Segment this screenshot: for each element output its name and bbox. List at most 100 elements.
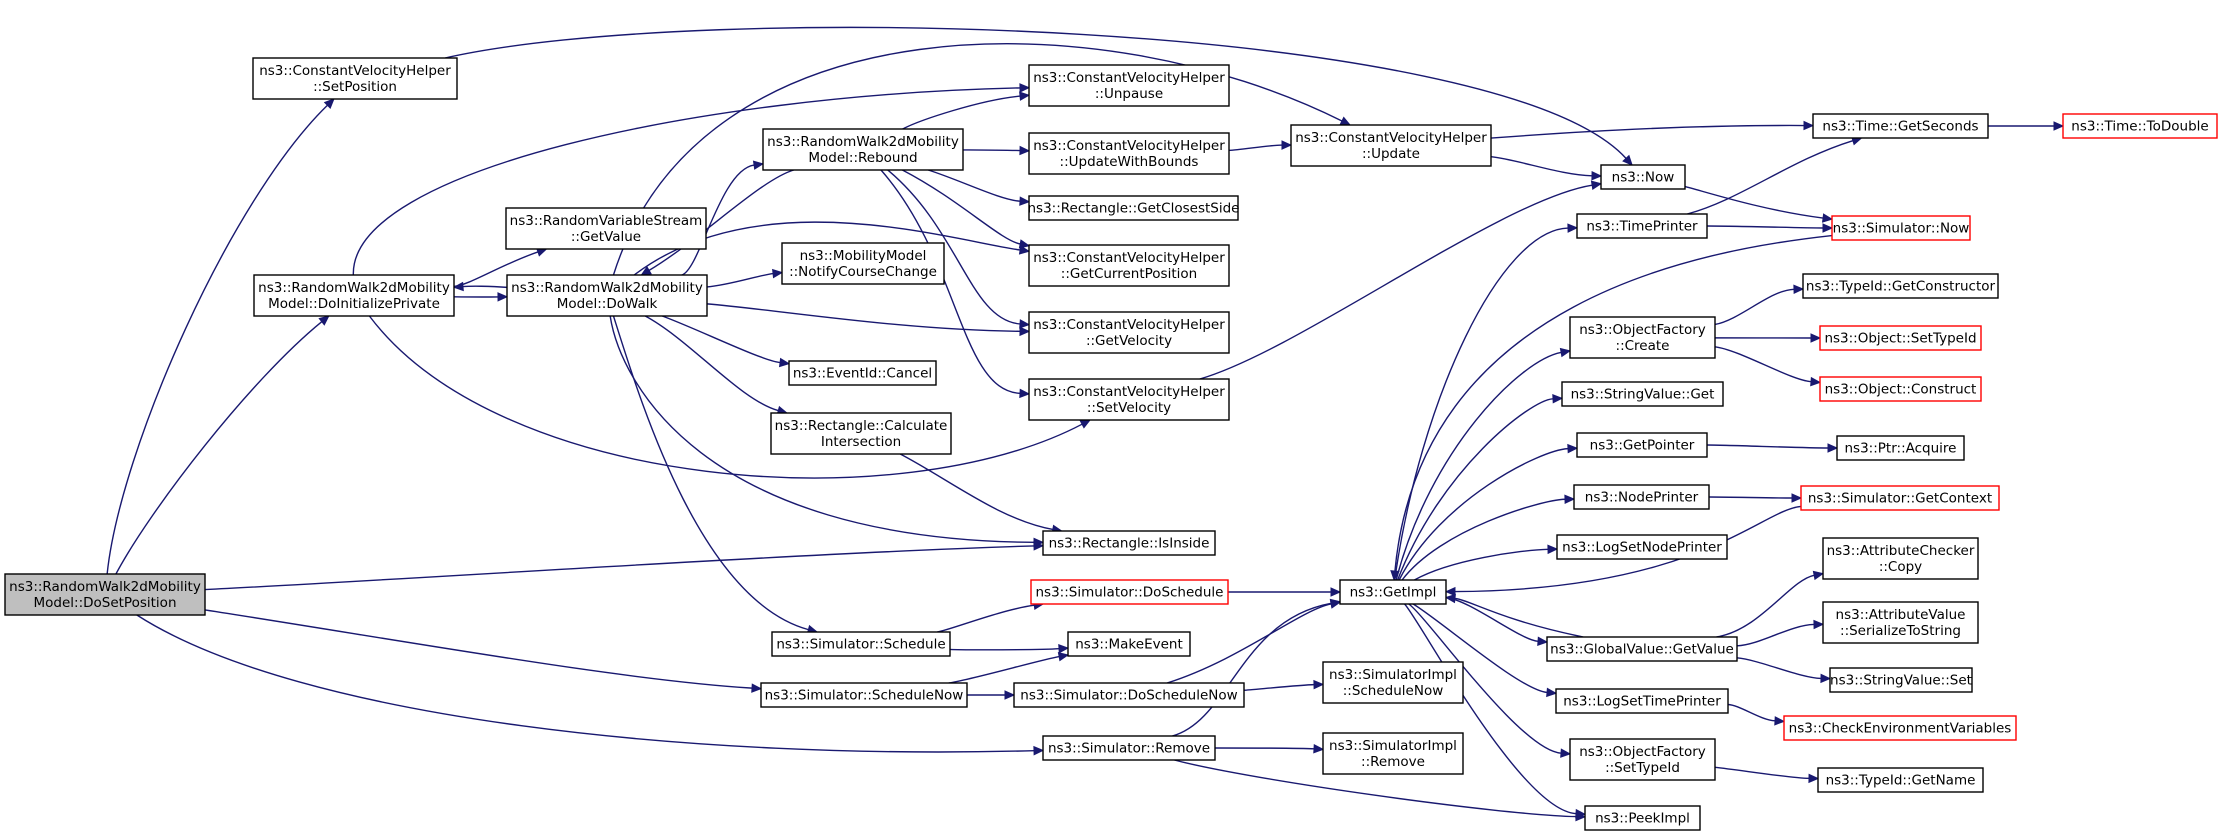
node-box[interactable] bbox=[1822, 537, 1979, 580]
node-box[interactable] bbox=[4, 573, 206, 616]
node-schedulenow[interactable]: ns3::Simulator::ScheduleNow bbox=[760, 682, 968, 708]
node-rvs_getvalue[interactable]: ns3::RandomVariableStream::GetValue bbox=[505, 207, 707, 250]
node-of_settypeid[interactable]: ns3::ObjectFactory::SetTypeId bbox=[1569, 738, 1716, 781]
node-box[interactable] bbox=[760, 682, 968, 708]
node-box[interactable] bbox=[1067, 631, 1191, 657]
node-box[interactable] bbox=[762, 128, 964, 171]
node-getseconds[interactable]: ns3::Time::GetSeconds bbox=[1812, 113, 1989, 139]
node-dosetpos[interactable]: ns3::RandomWalk2dMobilityModel::DoSetPos… bbox=[4, 573, 206, 616]
node-simimpl_remove[interactable]: ns3::SimulatorImpl::Remove bbox=[1322, 732, 1464, 775]
node-ptr_acquire[interactable]: ns3::Ptr::Acquire bbox=[1836, 435, 1965, 461]
node-box[interactable] bbox=[1013, 682, 1245, 708]
node-sim_getctx[interactable]: ns3::Simulator::GetContext bbox=[1800, 485, 2000, 511]
node-box[interactable] bbox=[1339, 579, 1447, 605]
node-isinside[interactable]: ns3::Rectangle::IsInside bbox=[1042, 530, 1216, 556]
node-box[interactable] bbox=[1800, 485, 2000, 511]
node-box[interactable] bbox=[1836, 435, 1965, 461]
node-logsetnode[interactable]: ns3::LogSetNodePrinter bbox=[1556, 534, 1728, 560]
node-box[interactable] bbox=[1817, 767, 1984, 793]
node-checkenv[interactable]: ns3::CheckEnvironmentVariables bbox=[1783, 715, 2017, 741]
node-notify[interactable]: ns3::MobilityModel::NotifyCourseChange bbox=[781, 242, 945, 285]
node-remove[interactable]: ns3::Simulator::Remove bbox=[1042, 735, 1216, 761]
node-sv_set[interactable]: ns3::StringValue::Set bbox=[1829, 667, 1973, 693]
node-box[interactable] bbox=[788, 360, 937, 386]
node-box[interactable] bbox=[1556, 534, 1728, 560]
node-box[interactable] bbox=[1802, 273, 1999, 299]
node-gv_getvalue[interactable]: ns3::GlobalValue::GetValue bbox=[1546, 636, 1738, 662]
node-box[interactable] bbox=[1569, 316, 1716, 359]
node-getpointer[interactable]: ns3::GetPointer bbox=[1576, 432, 1708, 458]
node-box[interactable] bbox=[1042, 530, 1216, 556]
node-box[interactable] bbox=[1829, 667, 1973, 693]
node-of_create[interactable]: ns3::ObjectFactory::Create bbox=[1569, 316, 1716, 359]
node-box[interactable] bbox=[1322, 732, 1464, 775]
node-box[interactable] bbox=[2062, 113, 2218, 139]
node-box[interactable] bbox=[1322, 661, 1464, 704]
node-sv_get[interactable]: ns3::StringValue::Get bbox=[1561, 381, 1724, 407]
node-box[interactable] bbox=[1812, 113, 1989, 139]
node-box[interactable] bbox=[1028, 64, 1230, 107]
node-timeprinter[interactable]: ns3::TimePrinter bbox=[1576, 213, 1708, 239]
node-box[interactable] bbox=[506, 274, 708, 317]
node-logsettime[interactable]: ns3::LogSetTimePrinter bbox=[1555, 688, 1729, 714]
node-setvel[interactable]: ns3::ConstantVelocityHelper::SetVelocity bbox=[1028, 378, 1230, 421]
node-box[interactable] bbox=[1028, 132, 1230, 175]
node-av_sertostr[interactable]: ns3::AttributeValue::SerializeToString bbox=[1822, 601, 1979, 644]
node-box[interactable] bbox=[1546, 636, 1738, 662]
node-makeevent[interactable]: ns3::MakeEvent bbox=[1067, 631, 1191, 657]
node-box[interactable] bbox=[505, 207, 707, 250]
node-box[interactable] bbox=[770, 412, 952, 455]
node-box[interactable] bbox=[1576, 213, 1708, 239]
node-box[interactable] bbox=[1819, 325, 1982, 351]
node-doschednow[interactable]: ns3::Simulator::DoScheduleNow bbox=[1013, 682, 1245, 708]
node-obj_settypeid[interactable]: ns3::Object::SetTypeId bbox=[1819, 325, 1982, 351]
node-box[interactable] bbox=[1561, 381, 1724, 407]
node-box[interactable] bbox=[781, 242, 945, 285]
node-box[interactable] bbox=[1831, 215, 1971, 241]
node-box[interactable] bbox=[1028, 195, 1239, 221]
node-box[interactable] bbox=[1555, 688, 1729, 714]
node-sim_now[interactable]: ns3::Simulator::Now bbox=[1831, 215, 1971, 241]
node-cvh_setpos[interactable]: ns3::ConstantVelocityHelper::SetPosition bbox=[252, 57, 458, 100]
node-doschedule[interactable]: ns3::Simulator::DoSchedule bbox=[1030, 579, 1229, 605]
node-update[interactable]: ns3::ConstantVelocityHelper::Update bbox=[1290, 124, 1492, 167]
node-box[interactable] bbox=[252, 57, 458, 100]
node-box[interactable] bbox=[1600, 164, 1686, 190]
node-box[interactable] bbox=[1822, 601, 1979, 644]
node-updwb[interactable]: ns3::ConstantVelocityHelper::UpdateWithB… bbox=[1028, 132, 1230, 175]
node-doinit[interactable]: ns3::RandomWalk2dMobilityModel::DoInitia… bbox=[253, 274, 455, 317]
node-peekimpl[interactable]: ns3::PeekImpl bbox=[1584, 805, 1701, 831]
node-now[interactable]: ns3::Now bbox=[1600, 164, 1686, 190]
node-box[interactable] bbox=[1028, 244, 1230, 287]
node-schedule[interactable]: ns3::Simulator::Schedule bbox=[771, 631, 951, 657]
node-eventcancel[interactable]: ns3::EventId::Cancel bbox=[788, 360, 937, 386]
node-box[interactable] bbox=[1042, 735, 1216, 761]
node-getimpl[interactable]: ns3::GetImpl bbox=[1339, 579, 1447, 605]
node-ac_copy[interactable]: ns3::AttributeChecker::Copy bbox=[1822, 537, 1979, 580]
node-box[interactable] bbox=[1028, 378, 1230, 421]
node-closest[interactable]: ns3::Rectangle::GetClosestSide bbox=[1028, 195, 1240, 221]
node-todouble[interactable]: ns3::Time::ToDouble bbox=[2062, 113, 2218, 139]
node-box[interactable] bbox=[253, 274, 455, 317]
node-tid_getctor[interactable]: ns3::TypeId::GetConstructor bbox=[1802, 273, 1999, 299]
node-box[interactable] bbox=[771, 631, 951, 657]
node-nodeprinter[interactable]: ns3::NodePrinter bbox=[1573, 484, 1710, 510]
node-box[interactable] bbox=[1819, 376, 1982, 402]
node-simimpl_schednow[interactable]: ns3::SimulatorImpl::ScheduleNow bbox=[1322, 661, 1464, 704]
node-box[interactable] bbox=[1569, 738, 1716, 781]
node-box[interactable] bbox=[1290, 124, 1492, 167]
node-getcurpos[interactable]: ns3::ConstantVelocityHelper::GetCurrentP… bbox=[1028, 244, 1230, 287]
node-unpause[interactable]: ns3::ConstantVelocityHelper::Unpause bbox=[1028, 64, 1230, 107]
node-box[interactable] bbox=[1584, 805, 1701, 831]
node-box[interactable] bbox=[1573, 484, 1710, 510]
node-tid_getname[interactable]: ns3::TypeId::GetName bbox=[1817, 767, 1984, 793]
node-obj_construct[interactable]: ns3::Object::Construct bbox=[1819, 376, 1982, 402]
node-box[interactable] bbox=[1576, 432, 1708, 458]
node-box[interactable] bbox=[1030, 579, 1229, 605]
node-getvel[interactable]: ns3::ConstantVelocityHelper::GetVelocity bbox=[1028, 311, 1230, 354]
node-box[interactable] bbox=[1028, 311, 1230, 354]
node-box[interactable] bbox=[1783, 715, 2017, 741]
